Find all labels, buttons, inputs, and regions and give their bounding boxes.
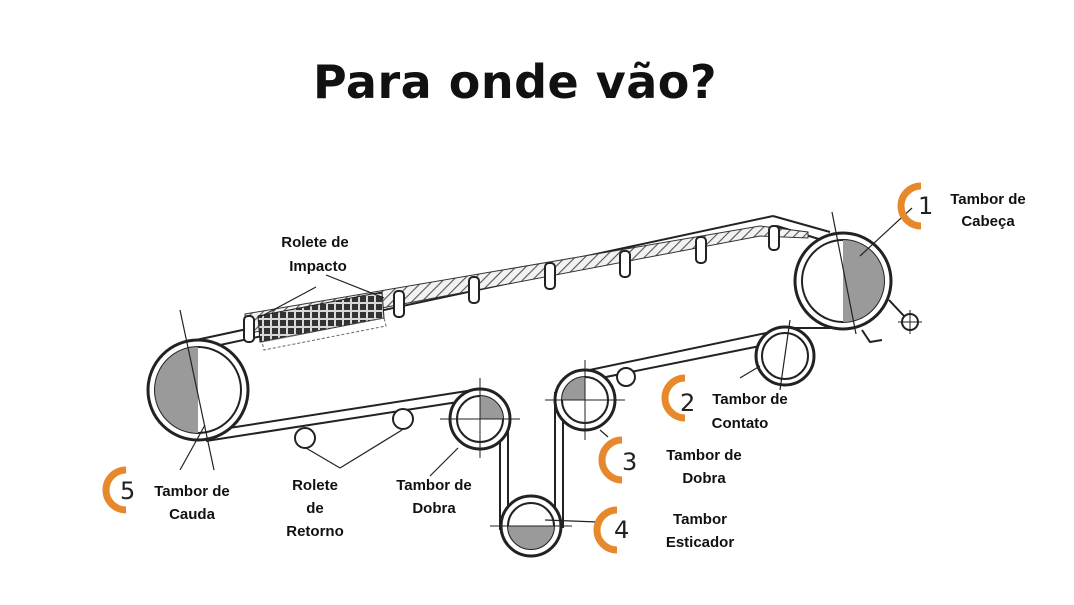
contact-drum [754,319,816,391]
callout-1: 1 Tambor de Cabeça [897,182,1026,230]
svg-text:Tambor de: Tambor de [666,447,742,464]
svg-text:4: 4 [614,516,629,544]
label-rolete-impacto: Rolete de Impacto [281,234,349,275]
tail-drum [146,309,250,471]
callout-4: 4 Tambor Esticador [593,506,735,554]
svg-text:Dobra: Dobra [682,470,726,487]
svg-text:3: 3 [622,448,637,476]
svg-text:Tambor: Tambor [673,511,727,528]
svg-text:2: 2 [680,389,695,417]
bend-drum-right [545,360,625,440]
svg-text:Contato: Contato [712,415,769,432]
page-title: Para onde vão? [312,55,718,109]
svg-text:Tambor de: Tambor de [154,483,230,500]
svg-text:1: 1 [918,192,933,220]
impact-roller-bed [257,291,387,351]
svg-text:Cauda: Cauda [169,506,216,523]
svg-text:Esticador: Esticador [666,534,735,551]
return-belt [196,327,850,530]
svg-text:Tambor de: Tambor de [712,391,788,408]
bend-drum-left [440,378,520,458]
svg-text:Impacto: Impacto [289,258,347,275]
label-tambor-dobra-left: Tambor de Dobra [396,477,472,517]
svg-text:Retorno: Retorno [286,523,344,540]
head-drum [793,211,922,344]
take-up-drum [490,494,572,558]
callout-2: 2 Tambor de Contato [661,374,788,432]
svg-text:de: de [306,500,324,517]
callout-5: 5 Tambor de Cauda [102,466,230,523]
label-rolete-retorno: Rolete de Retorno [286,477,344,540]
svg-text:Dobra: Dobra [412,500,456,517]
svg-text:Tambor de: Tambor de [396,477,472,494]
svg-text:Tambor de: Tambor de [950,191,1026,208]
svg-text:5: 5 [120,477,135,505]
svg-text:Cabeça: Cabeça [961,213,1015,230]
callout-3: 3 Tambor de Dobra [598,436,742,487]
svg-text:Rolete de: Rolete de [281,234,349,251]
return-idlers [294,367,636,449]
svg-text:Rolete: Rolete [292,477,338,494]
carry-idlers [243,225,780,343]
